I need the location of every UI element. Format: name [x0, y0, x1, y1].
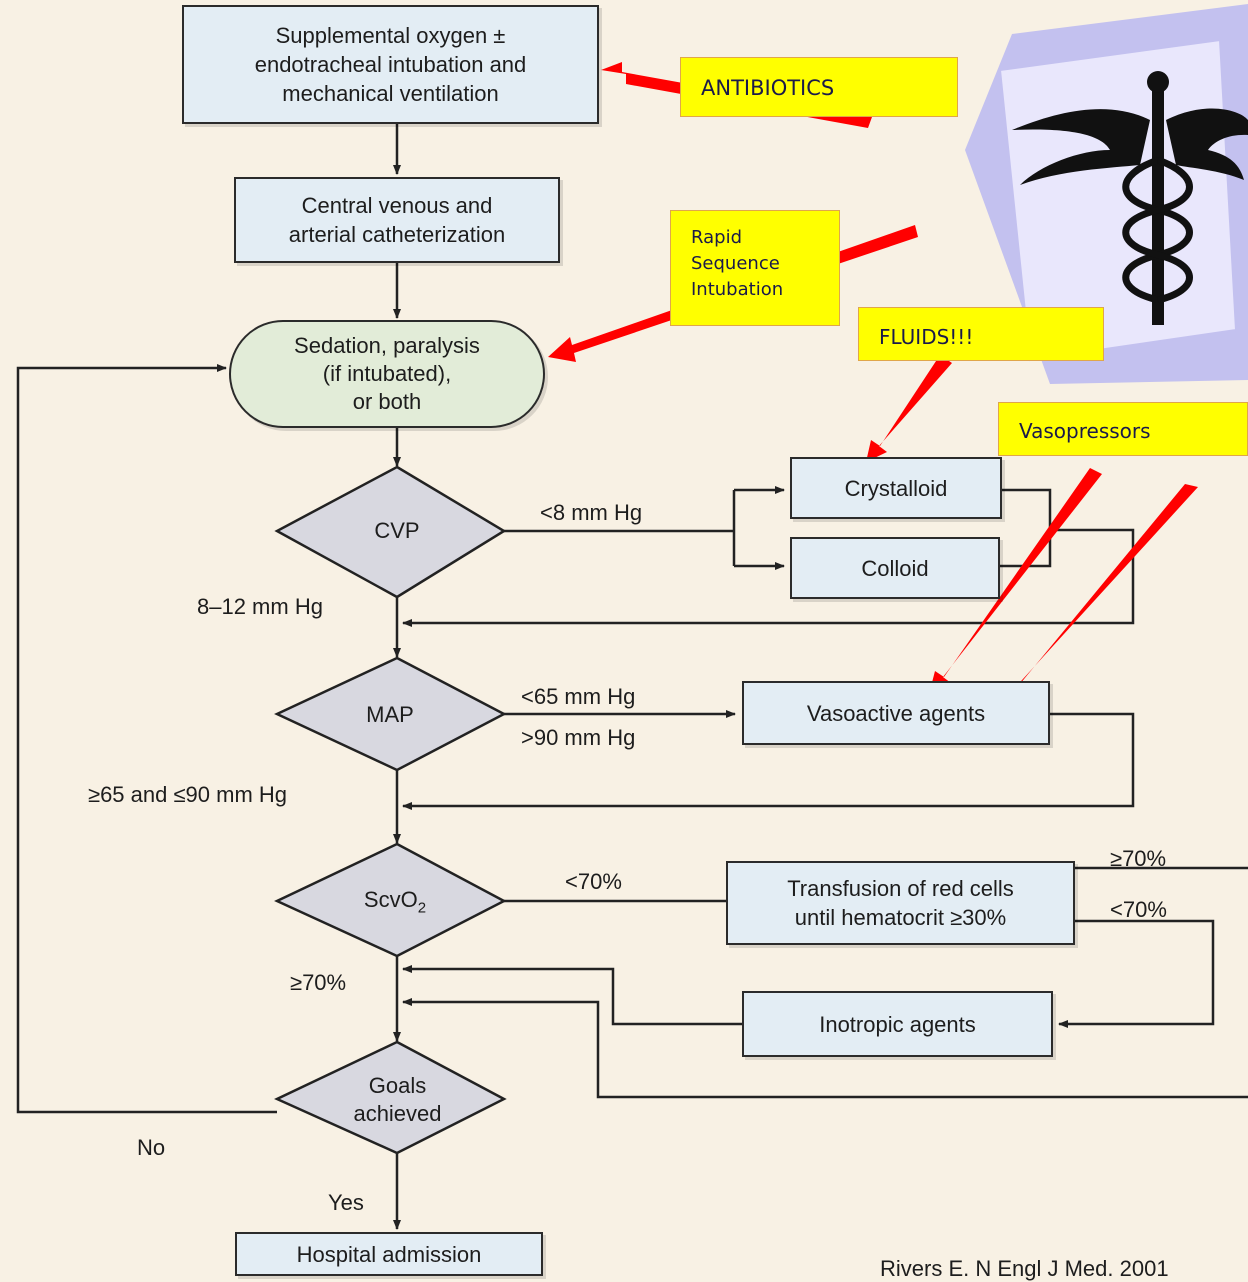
- scvo2-diamond: [274, 842, 507, 958]
- colloid-label: Colloid: [861, 555, 929, 581]
- scvo2-low-label: <70%: [565, 869, 622, 894]
- sedation-line-2: (if intubated),: [322, 361, 452, 386]
- inotropic-label: Inotropic agents: [819, 1011, 976, 1037]
- fluids-text: FLUIDS!!!: [879, 325, 974, 349]
- cvp-ok-label: 8–12 mm Hg: [197, 594, 323, 619]
- yes-label: Yes: [328, 1190, 364, 1215]
- transfusion-line-2: until hematocrit ≥30%: [794, 905, 1007, 930]
- rsi-line-3: Intubation: [691, 279, 784, 300]
- goals-label: Goals achieved: [330, 1070, 465, 1130]
- hospital-admission-box: Hospital admission: [235, 1232, 543, 1276]
- vasoactive-box: Vasoactive agents: [742, 681, 1050, 745]
- scvo2-ok-label: ≥70%: [290, 970, 347, 995]
- catheterization-box: Central venous and arterial catheterizat…: [234, 177, 560, 263]
- transfusion-box: Transfusion of red cells until hematocri…: [726, 861, 1075, 945]
- sedation-line-3: or both: [352, 389, 422, 414]
- vasopressors-note: Vasopressors: [998, 402, 1248, 456]
- transfusion-ok-label: ≥70%: [1110, 846, 1167, 871]
- vasoactive-label: Vasoactive agents: [806, 700, 986, 726]
- map-label: MAP: [366, 702, 414, 727]
- goals-line-1: Goals: [368, 1073, 427, 1098]
- rsi-line-1: Rapid: [691, 227, 742, 248]
- map-ok-label: ≥65 and ≤90 mm Hg: [88, 782, 288, 807]
- citation: Rivers E. N Engl J Med. 2001: [880, 1256, 1169, 1281]
- scvo2-label: ScvO2: [330, 886, 460, 916]
- inotropic-box: Inotropic agents: [742, 991, 1053, 1057]
- map-diamond: [274, 656, 507, 772]
- fluids-note: FLUIDS!!!: [858, 307, 1104, 361]
- map-low-label: <65 mm Hg: [521, 684, 636, 709]
- sedation-oval: Sedation, paralysis (if intubated), or b…: [229, 320, 545, 428]
- map-high-label: >90 mm Hg: [521, 725, 636, 750]
- cvp-low-label: <8 mm Hg: [540, 500, 643, 525]
- caduceus-icon: [965, 4, 1248, 384]
- crystalloid-label: Crystalloid: [844, 475, 948, 501]
- catheter-line-2: arterial catheterization: [288, 222, 506, 247]
- oxygen-line-3: mechanical ventilation: [282, 81, 499, 106]
- oxygen-line-2: endotracheal intubation and: [254, 52, 527, 77]
- sedation-line-1: Sedation, paralysis: [294, 333, 480, 358]
- catheter-line-1: Central venous and: [301, 193, 493, 218]
- transfusion-line-1: Transfusion of red cells: [787, 876, 1014, 901]
- colloid-box: Colloid: [790, 537, 1000, 599]
- goals-diamond: [274, 1040, 507, 1155]
- crystalloid-box: Crystalloid: [790, 457, 1002, 519]
- vasopressors-text: Vasopressors: [1019, 419, 1151, 443]
- scvo2-text: ScvO: [363, 887, 418, 912]
- transfusion-low-label: <70%: [1110, 897, 1167, 922]
- antibiotics-text: ANTIBIOTICS: [701, 76, 835, 100]
- antibiotics-note: ANTIBIOTICS: [680, 57, 958, 117]
- oxygen-ventilation-box: Supplemental oxygen ± endotracheal intub…: [182, 5, 599, 124]
- cvp-label: CVP: [374, 518, 420, 543]
- admission-label: Hospital admission: [296, 1241, 482, 1267]
- rsi-line-2: Sequence: [691, 253, 780, 274]
- oxygen-line-1: Supplemental oxygen ±: [275, 23, 506, 48]
- goals-line-2: achieved: [353, 1101, 442, 1126]
- no-label: No: [137, 1135, 166, 1160]
- cvp-diamond: [274, 465, 507, 599]
- rsi-note: Rapid Sequence Intubation: [670, 210, 840, 326]
- scvo2-subscript: 2: [417, 899, 427, 917]
